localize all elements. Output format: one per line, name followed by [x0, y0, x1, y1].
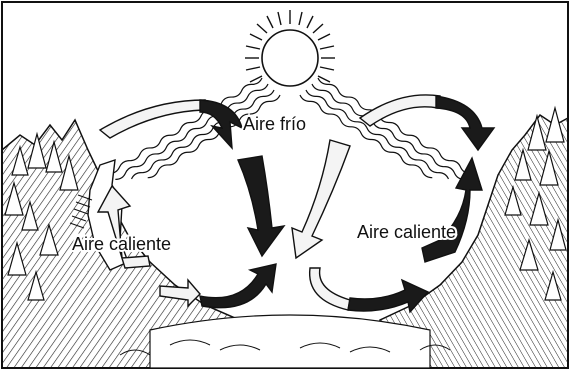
label-warm-air-left: Aire caliente	[72, 234, 171, 254]
label-cold-air: Aire frío	[243, 114, 306, 134]
label-warm-air-right: Aire caliente	[357, 222, 456, 242]
